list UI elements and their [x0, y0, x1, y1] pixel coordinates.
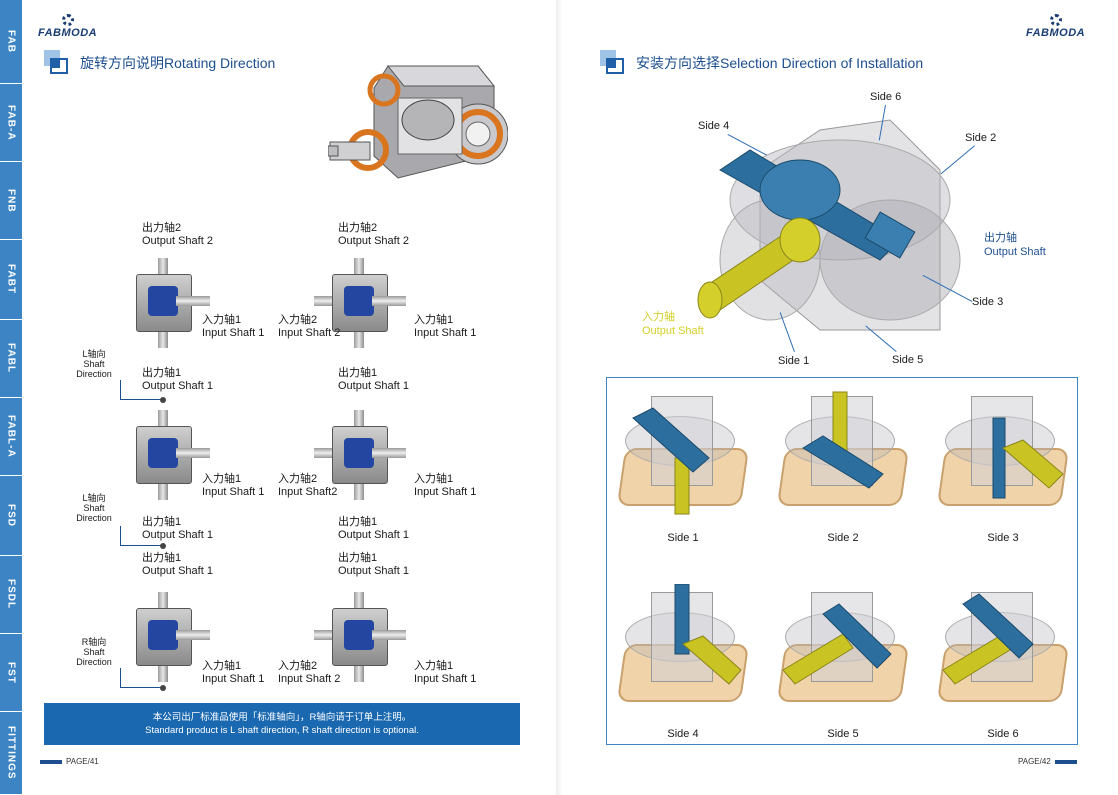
- label-side-5: Side 5: [892, 354, 924, 366]
- row3-col2-output1-cn: 出力轴1: [338, 552, 378, 564]
- leader-line: [120, 668, 164, 688]
- label-side-4: Side 4: [698, 120, 730, 132]
- label-side-3: Side 3: [972, 296, 1004, 308]
- tab-fabl[interactable]: FABL: [0, 320, 22, 398]
- installation-sides-grid: Side 1 Side 2 Side 3 Side 4 Side 5 Side …: [606, 377, 1078, 745]
- row3-col3-input1-en: Input Shaft 1: [414, 673, 477, 685]
- left-section-title: 旋转方向说明Rotating Direction: [44, 50, 275, 76]
- leader-line: [120, 526, 164, 546]
- row3-col1-output1-en: Output Shaft 1: [142, 565, 213, 577]
- section-square-icon: [600, 50, 626, 76]
- row1-col2-input2-en: Input Shaft 2: [278, 327, 341, 339]
- side-1-view[interactable]: Side 1: [613, 388, 753, 548]
- standard-direction-note: 本公司出厂标准品使用「标准轴向」，R轴向请于订单上注明。 Standard pr…: [44, 703, 520, 745]
- row3-col1-input1-en: Input Shaft 1: [202, 673, 265, 685]
- row1-col3-input1-cn: 入力轴1: [414, 314, 454, 326]
- tab-fabl-a[interactable]: FABL-A: [0, 398, 22, 476]
- row3-col3-input1-cn: 入力轴1: [414, 660, 454, 672]
- row1-col2-output2-cn: 出力轴2: [338, 222, 378, 234]
- page-number-left: PAGE/41: [40, 757, 99, 766]
- side-navigation: FAB FAB-A FNB FABT FABL FABL-A FSD FSDL …: [0, 0, 22, 795]
- gearbox-diagram-r1c2: [314, 258, 406, 348]
- row1-col1-output1-cn: 出力轴1: [142, 367, 182, 379]
- row1-col2-output1-cn: 出力轴1: [338, 367, 378, 379]
- gearbox-diagram-r2c1: [126, 410, 210, 500]
- brand-logo-left: FABMODA: [38, 14, 97, 39]
- leader-dot: [160, 685, 166, 691]
- row3-col2-output1-en: Output Shaft 1: [338, 565, 409, 577]
- row3-col2-input2-en: Input Shaft 2: [278, 673, 341, 685]
- installation-cube-diagram: [640, 90, 1070, 370]
- row3-col2-input2-cn: 入力轴2: [278, 660, 318, 672]
- row1-col1-output1-en: Output Shaft 1: [142, 380, 213, 392]
- row1-col1-input1-en: Input Shaft 1: [202, 327, 265, 339]
- row1-col3-input1-en: Input Shaft 1: [414, 327, 477, 339]
- leader-dot: [160, 397, 166, 403]
- label-side-6: Side 6: [870, 91, 902, 103]
- brand-logo-right: FABMODA: [1026, 14, 1085, 39]
- side-3-view[interactable]: Side 3: [933, 388, 1073, 548]
- row2-col1-output1-en: Output Shaft 1: [142, 529, 213, 541]
- side-6-view[interactable]: Side 6: [933, 584, 1073, 744]
- row1-col2-output2-en: Output Shaft 2: [338, 235, 409, 247]
- page-gutter: [556, 0, 562, 795]
- row1-col1-output2-cn: 出力轴2: [142, 222, 182, 234]
- tab-fnb[interactable]: FNB: [0, 162, 22, 240]
- gearbox-diagram-r3c1: [126, 592, 210, 682]
- gearbox-diagram-r1c1: [126, 258, 210, 348]
- row2-col2-input2-cn: 入力轴2: [278, 473, 318, 485]
- tab-fab[interactable]: FAB: [0, 0, 22, 84]
- row1-col1-output2-en: Output Shaft 2: [142, 235, 213, 247]
- tab-fsd[interactable]: FSD: [0, 476, 22, 556]
- leader-dot: [160, 543, 166, 549]
- tab-fsdl[interactable]: FSDL: [0, 556, 22, 634]
- section-square-icon: [44, 50, 70, 76]
- right-section-title: 安装方向选择Selection Direction of Installatio…: [600, 50, 923, 76]
- row1-col1-input1-cn: 入力轴1: [202, 314, 242, 326]
- row2-col2-output1-cn: 出力轴1: [338, 516, 378, 528]
- tab-fittings[interactable]: FITTINGS: [0, 712, 22, 795]
- tab-fabt[interactable]: FABT: [0, 240, 22, 320]
- row2-col2-output1-en: Output Shaft 1: [338, 529, 409, 541]
- gear-icon: [1049, 14, 1062, 26]
- label-side-1: Side 1: [778, 355, 810, 367]
- gearbox-diagram-r3c2: [314, 592, 406, 682]
- row2-col3-input1-en: Input Shaft 1: [414, 486, 477, 498]
- row2-col1-input1-en: Input Shaft 1: [202, 486, 265, 498]
- row2-col2-input2-en: Input Shaft2: [278, 486, 338, 498]
- side-2-view[interactable]: Side 2: [773, 388, 913, 548]
- page-number-right: PAGE/42: [1018, 757, 1077, 766]
- row2-col1-input1-cn: 入力轴1: [202, 473, 242, 485]
- tab-fab-a[interactable]: FAB-A: [0, 84, 22, 162]
- gearbox-cutaway-image: [327, 58, 509, 188]
- gear-icon: [61, 14, 74, 26]
- tab-fst[interactable]: FST: [0, 634, 22, 712]
- label-side-2: Side 2: [965, 132, 997, 144]
- row3-col1-output1-cn: 出力轴1: [142, 552, 182, 564]
- row1-col2-input2-cn: 入力轴2: [278, 314, 318, 326]
- side-5-view[interactable]: Side 5: [773, 584, 913, 744]
- row2-col3-input1-cn: 入力轴1: [414, 473, 454, 485]
- row1-col2-output1-en: Output Shaft 1: [338, 380, 409, 392]
- row2-col1-output1-cn: 出力轴1: [142, 516, 182, 528]
- leader-line: [120, 380, 164, 400]
- side-4-view[interactable]: Side 4: [613, 584, 753, 744]
- row3-col1-input1-cn: 入力轴1: [202, 660, 242, 672]
- gearbox-diagram-r2c2: [314, 410, 406, 500]
